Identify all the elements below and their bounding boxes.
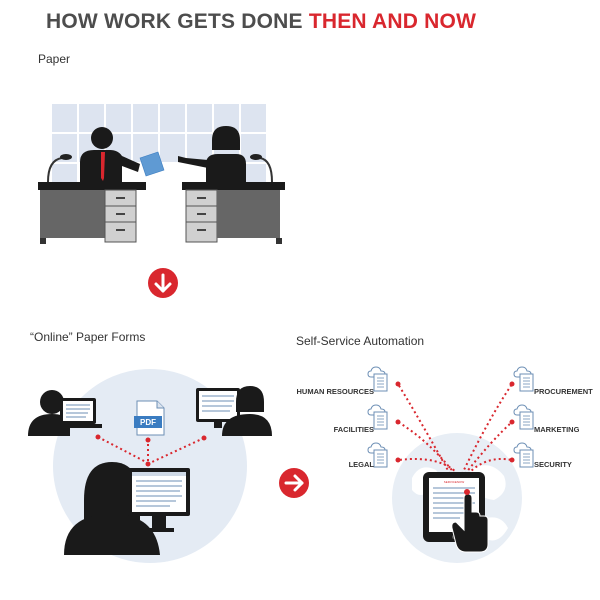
woman-at-computer-icon: [64, 462, 190, 555]
section-label-self-service: Self-Service Automation: [296, 334, 425, 348]
online-forms-scene: PDF: [28, 369, 272, 563]
dept-label-marketing: MARKETING: [534, 425, 580, 434]
section-label-online-forms: “Online” Paper Forms: [30, 330, 146, 344]
department-connectors: [397, 383, 513, 475]
desk-lamp-right: [259, 157, 273, 183]
dept-label-legal: LEGAL: [349, 460, 375, 469]
arrow-right-icon: [279, 468, 309, 498]
woman-icon: [178, 126, 246, 184]
section-label-paper: Paper: [38, 52, 71, 66]
desk-left-icon: [38, 182, 146, 244]
person-monitor-right-icon: [196, 386, 272, 436]
person-laptop-left-icon: [28, 390, 102, 436]
pdf-file-icon: PDF: [134, 400, 165, 436]
pointing-hand-icon: [451, 493, 489, 553]
dept-label-procurement: PROCUREMENT: [534, 387, 593, 396]
procurement-cloud-doc-icon: [514, 367, 533, 391]
security-cloud-doc-icon: [514, 443, 533, 467]
paper-document-icon: [139, 151, 165, 177]
arrow-down-icon: [148, 268, 178, 298]
connector-lines: [97, 436, 205, 463]
desk-lamp-left: [47, 157, 63, 183]
dept-label-security: SECURITY: [534, 460, 572, 469]
dept-label-human-resources: HUMAN RESOURCES: [296, 387, 374, 396]
title-accent: THEN AND NOW: [308, 10, 477, 33]
marketing-cloud-doc-icon: [514, 405, 533, 429]
pdf-label: PDF: [140, 418, 156, 427]
desk-right-icon: [182, 182, 285, 244]
dept-label-facilities: FACILITIES: [334, 425, 374, 434]
self-service-scene: HUMAN RESOURCES FACILITIES LEGAL PROCURE…: [296, 367, 593, 563]
man-icon: [80, 127, 140, 184]
title-main: HOW WORK GETS DONE: [46, 10, 303, 33]
paper-office-scene: [38, 104, 285, 244]
tablet-brand: SERVICENOW: [444, 480, 465, 484]
page-title: HOW WORK GETS DONE THEN AND NOW: [46, 10, 476, 34]
